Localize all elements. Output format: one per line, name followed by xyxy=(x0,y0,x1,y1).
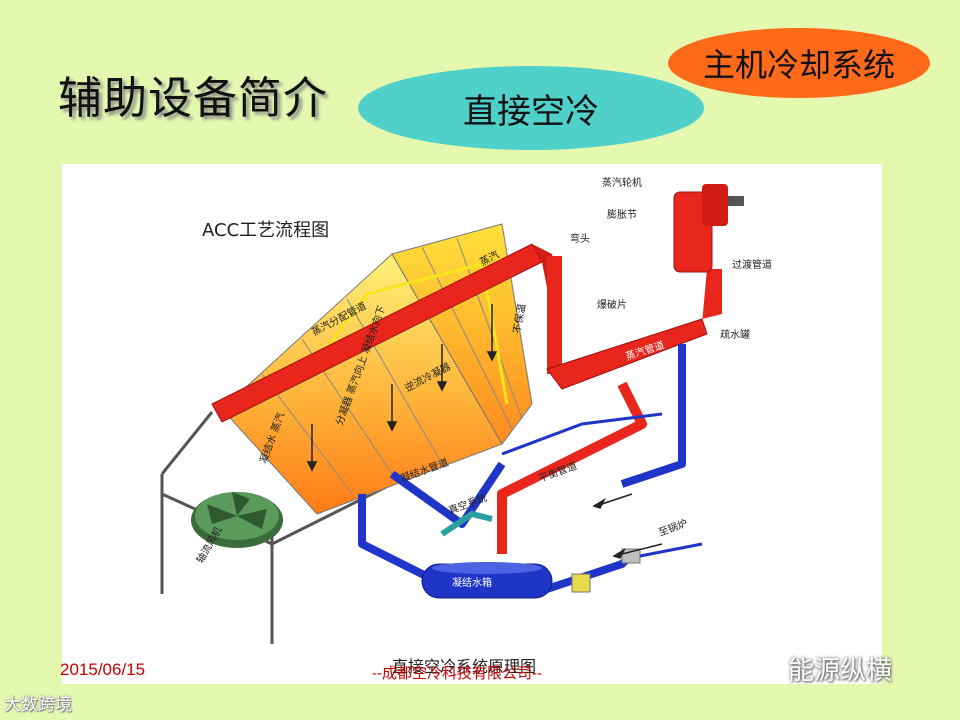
watermark-right: 能源纵横 xyxy=(752,650,892,687)
footer-company: --成都空冷科技有限公司-- xyxy=(372,662,542,683)
label-elbow: 弯头 xyxy=(570,232,590,245)
wechat-icon xyxy=(752,652,782,685)
main-steam-pipe xyxy=(547,184,744,389)
diagram-heading: ACC工艺流程图 xyxy=(202,220,329,241)
label-rupture: 爆破片 xyxy=(597,298,627,311)
diagram-panel: ACC工艺流程图 蒸汽轮机 膨胀节 弯头 过渡管道 蒸汽 蒸汽分配管道 爆破片 … xyxy=(62,164,882,684)
watermark-left: 大数跨境 xyxy=(4,690,72,715)
label-turbine: 蒸汽轮机 xyxy=(602,176,642,189)
condensate-pump xyxy=(572,544,702,592)
label-drain: 疏水罐 xyxy=(720,328,750,341)
footer-date: 2015/06/15 xyxy=(60,660,145,680)
label-expansion: 膨胀节 xyxy=(607,208,637,221)
label-hotwell: 凝结水箱 xyxy=(452,576,492,589)
axial-fan xyxy=(191,492,283,548)
direct-air-cooling-badge: 直接空冷 xyxy=(358,66,704,150)
label-exhaust: 过渡管道 xyxy=(732,258,772,271)
label-to-boiler: 至锅炉 xyxy=(657,517,689,539)
watermark-right-text: 能源纵横 xyxy=(788,650,892,687)
page-title: 辅助设备简介 xyxy=(58,62,328,126)
acc-diagram: ACC工艺流程图 蒸汽轮机 膨胀节 弯头 过渡管道 蒸汽 蒸汽分配管道 爆破片 … xyxy=(62,164,882,684)
main-cooling-system-badge: 主机冷却系统 xyxy=(668,28,930,98)
